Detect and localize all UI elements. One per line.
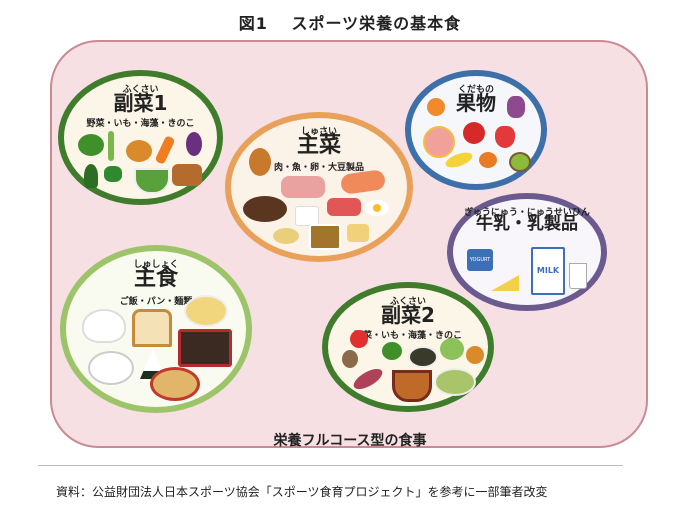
grapefruit-icon	[423, 126, 455, 158]
hijiki-icon	[408, 346, 438, 368]
milk-glass-icon	[569, 263, 587, 289]
pumpkin-icon	[466, 346, 484, 364]
plate-fukusai1: ふくさい 副菜1 野菜・いも・海藻・きのこ	[58, 70, 223, 205]
plate-ruby: ぎゅうにゅう・にゅうせいひん	[464, 208, 590, 218]
carrot-icon	[154, 135, 176, 165]
orange-icon	[427, 98, 445, 116]
plate-subtitle: 野菜・いも・海藻・きのこ	[353, 331, 462, 341]
figure-title: 図1 スポーツ栄養の基本食	[238, 14, 462, 33]
udon-bowl-icon	[88, 351, 134, 385]
strawberry-icon	[495, 126, 515, 148]
pudding-icon	[347, 224, 369, 242]
tomato-icon	[350, 330, 368, 348]
pasta-icon	[184, 295, 228, 327]
sweet-potato-icon	[350, 364, 386, 394]
plate-fukusai2: ふくさい 副菜2 野菜・いも・海藻・きのこ	[322, 282, 494, 412]
chicken-leg-icon	[249, 148, 271, 176]
cheese-icon	[491, 275, 519, 291]
broccoli-icon	[382, 342, 402, 360]
egg-yolk-icon	[373, 204, 381, 212]
plate-kudamono: くだもの 果物	[405, 70, 547, 190]
plate-subtitle: ご飯・パン・麺類	[119, 297, 193, 307]
cabbage-icon	[440, 338, 464, 360]
eggplant-icon	[186, 132, 202, 156]
plate-name: 牛乳・乳製品	[476, 214, 578, 234]
ramen-bowl-icon	[150, 367, 200, 401]
kiwi-icon	[509, 152, 531, 172]
taro-icon	[342, 350, 358, 368]
plate-name: 果物	[456, 91, 496, 115]
plate-ruby: しゅさい	[300, 127, 337, 137]
salad-bowl-icon	[134, 168, 170, 194]
plate-name: 主菜	[296, 133, 341, 158]
plate-name: 主食	[133, 266, 178, 291]
divider	[38, 465, 623, 466]
plate-ruby: しゅしょく	[133, 260, 179, 270]
asparagus-icon	[108, 131, 114, 161]
yogurt-label: YOGURT	[469, 257, 491, 263]
soba-tray-icon	[178, 329, 232, 367]
spinach-icon	[84, 164, 98, 188]
tofu-icon	[295, 206, 319, 226]
meat-slices-icon	[281, 176, 325, 198]
plate-subtitle: 肉・魚・卵・大豆製品	[273, 163, 364, 173]
broccoli-icon	[78, 134, 104, 156]
grapes-icon	[507, 96, 525, 118]
side-dish-icon	[172, 164, 202, 186]
rice-bowl-icon	[82, 309, 126, 343]
hamburg-steak-icon	[243, 196, 287, 222]
pumpkin-icon	[126, 140, 152, 162]
milk-carton-icon: MILK	[531, 247, 565, 295]
plate-ruby: くだもの	[457, 85, 494, 95]
plate-shushoku: しゅしょく 主食 ご飯・パン・麺類	[60, 245, 252, 413]
plate-ruby: ふくさい	[389, 297, 426, 307]
stir-fry-icon	[434, 368, 476, 396]
apple-icon	[463, 122, 485, 144]
bread-icon	[132, 309, 172, 347]
soybeans-icon	[273, 228, 299, 244]
persimmon-icon	[479, 152, 497, 168]
natto-icon	[309, 224, 341, 250]
plate-nyuseihin: ぎゅうにゅう・にゅうせいひん 牛乳・乳製品 YOGURT MILK	[447, 193, 607, 311]
milk-carton-label: MILK	[536, 266, 560, 275]
plate-shusai: しゅさい 主菜 肉・魚・卵・大豆製品	[225, 112, 413, 262]
plate-name: 副菜1	[113, 91, 168, 115]
tray-caption: 栄養フルコース型の食事	[273, 433, 427, 449]
sashimi-icon	[327, 198, 361, 216]
source-note: 資料：公益財団法人日本スポーツ協会「スポーツ食育プロジェクト」を参考に一部筆者改…	[56, 485, 548, 499]
plate-ruby: ふくさい	[122, 85, 159, 95]
miso-soup-icon	[392, 370, 432, 402]
green-pepper-icon	[104, 166, 122, 182]
plate-subtitle: 野菜・いも・海藻・きのこ	[86, 119, 195, 129]
yogurt-icon: YOGURT	[467, 249, 493, 271]
plate-name: 副菜2	[381, 303, 435, 327]
